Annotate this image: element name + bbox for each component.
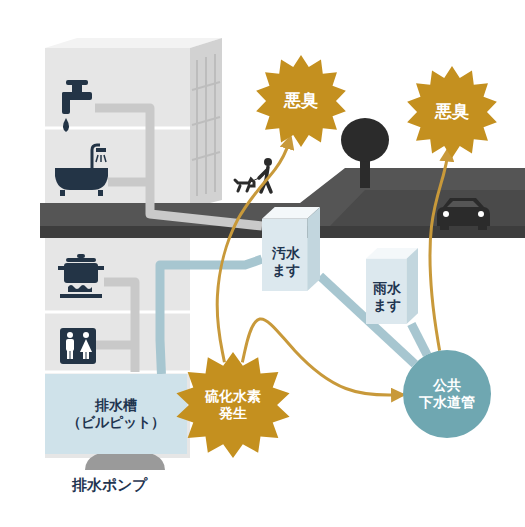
building-basement [45, 238, 190, 458]
water-pipe [411, 324, 427, 355]
burst-shape [256, 55, 346, 147]
restroom-icon [60, 328, 96, 364]
floor-line [45, 371, 190, 374]
water-pipe [160, 259, 262, 374]
tree [341, 118, 389, 188]
road [330, 190, 525, 226]
node-text: 悪臭 [435, 101, 469, 122]
box-side [307, 207, 320, 291]
ground-surface [40, 168, 525, 226]
box-side [407, 248, 418, 324]
box-front [366, 259, 407, 324]
drain-pipe [95, 108, 262, 372]
bath-icon [55, 145, 108, 196]
tank-water [45, 374, 187, 454]
car [437, 198, 490, 230]
node-text: 悪臭 [284, 90, 318, 111]
burst-shape [407, 66, 497, 158]
circle-shape [403, 350, 491, 438]
floor-line [45, 311, 190, 314]
rainwater-basin: 雨水 ます [366, 248, 418, 324]
odor-burst: 悪臭 [255, 55, 347, 147]
node-text: 汚水 ます [272, 245, 300, 280]
odor-burst: 悪臭 [406, 66, 498, 158]
building-side [190, 38, 222, 208]
public-sewer-pipe: 公共 下水道管 [403, 350, 491, 438]
node-text: 雨水 ます [373, 280, 401, 315]
building-front [45, 48, 190, 208]
sewage-basin: 汚水 ます [262, 207, 320, 291]
drainage-tank: 排水槽 （ビルピット） [45, 374, 187, 454]
burst-shape [176, 352, 289, 458]
odor-flow-arrow [430, 150, 448, 351]
node-text: 硫化水素 発生 [205, 388, 261, 423]
faucet-icon [62, 80, 92, 132]
node-text: 公共 下水道管 [419, 377, 475, 412]
hydrogen-sulfide-burst: 硫化水素 発生 [175, 352, 291, 458]
person-with-dog [235, 158, 272, 192]
window-grid [192, 54, 220, 196]
node-text: 排水槽 （ビルピット） [67, 397, 165, 432]
part-label: 排水ポンプ [72, 476, 147, 495]
pot-icon [58, 254, 104, 298]
box-front [262, 219, 307, 291]
